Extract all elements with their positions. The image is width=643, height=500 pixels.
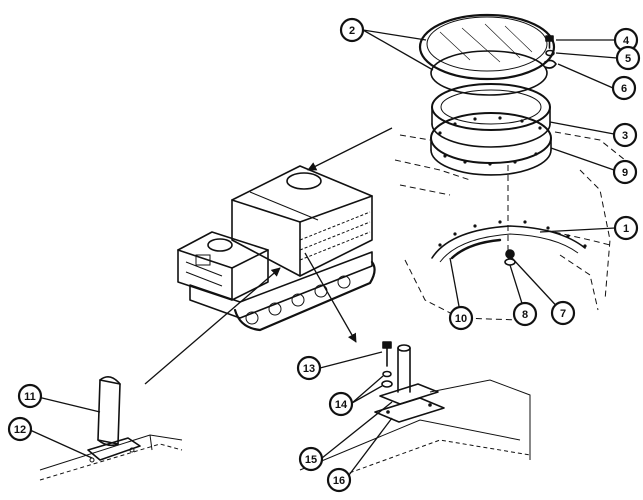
clip-6 — [544, 59, 557, 69]
callout-16: 16 — [326, 467, 352, 493]
callout-8: 8 — [512, 301, 538, 327]
svg-text:11: 11 — [24, 391, 36, 403]
callout-9: 9 — [612, 159, 638, 185]
callout-13: 13 — [296, 355, 322, 381]
svg-text:9: 9 — [622, 167, 628, 179]
gasket-16 — [374, 397, 445, 423]
callout-12: 12 — [7, 416, 33, 442]
leader-lines — [29, 29, 618, 480]
screw-4 — [545, 35, 554, 49]
svg-text:14: 14 — [335, 399, 348, 411]
base-plate-12 — [39, 434, 183, 481]
svg-text:15: 15 — [305, 454, 317, 466]
hull-opening-ring — [431, 220, 587, 263]
svg-text:1: 1 — [623, 223, 629, 235]
arrow-to-side-mount — [304, 252, 357, 343]
svg-text:16: 16 — [333, 475, 345, 487]
window-glass — [418, 13, 556, 81]
mast-post — [397, 344, 411, 393]
bolt-7 — [505, 249, 515, 259]
washers-14 — [381, 370, 393, 388]
svg-text:2: 2 — [349, 25, 355, 37]
lock-washer-5 — [545, 49, 555, 57]
svg-text:3: 3 — [622, 130, 628, 142]
antenna-mast-11 — [97, 376, 121, 447]
mounting-ring — [430, 112, 552, 176]
callout-7: 7 — [550, 300, 576, 326]
arrow-to-antenna-base — [144, 267, 281, 385]
callout-6: 6 — [611, 75, 637, 101]
callout-5: 5 — [615, 45, 641, 71]
arrow-to-top-hatch — [307, 127, 393, 171]
svg-text:7: 7 — [560, 308, 566, 320]
svg-text:6: 6 — [621, 83, 627, 95]
vehicle — [177, 165, 376, 332]
callout-14: 14 — [328, 391, 354, 417]
callout-2: 2 — [339, 17, 365, 43]
callout-10: 10 — [448, 305, 474, 331]
callout-1: 1 — [613, 215, 639, 241]
callout-11: 11 — [17, 383, 43, 409]
hull-deck-section — [299, 379, 531, 481]
mounting-plate-15 — [379, 383, 439, 405]
window-frame-ring — [431, 83, 551, 148]
svg-text:12: 12 — [14, 424, 26, 436]
hull-section-outline — [394, 131, 626, 321]
svg-text:8: 8 — [522, 309, 528, 321]
svg-text:13: 13 — [303, 363, 315, 375]
window-gasket — [430, 50, 548, 96]
callout-15: 15 — [298, 446, 324, 472]
svg-text:10: 10 — [455, 313, 467, 325]
callout-3: 3 — [612, 122, 638, 148]
svg-text:5: 5 — [625, 53, 631, 65]
bolt-13 — [382, 341, 392, 367]
svg-text:4: 4 — [623, 35, 630, 47]
